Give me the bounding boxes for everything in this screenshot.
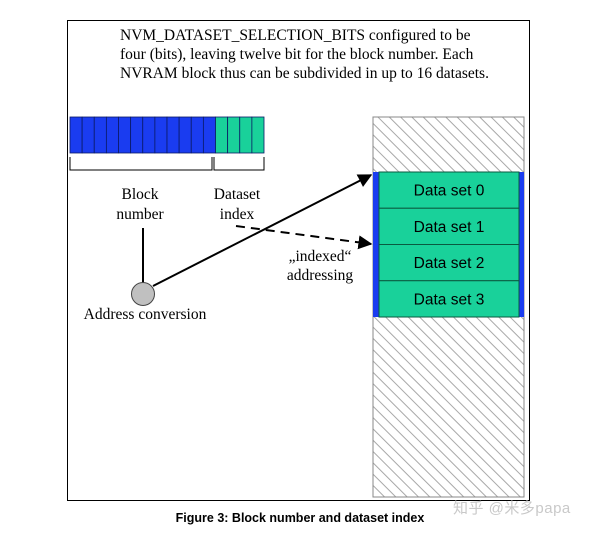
dataset-cell — [378, 244, 520, 282]
index-bit-cell — [227, 116, 241, 154]
block-bit-cell — [166, 116, 180, 154]
block-bit-cell — [81, 116, 95, 154]
block-bit-cell — [93, 116, 107, 154]
block-bit-cell — [130, 116, 144, 154]
bit-register — [69, 116, 265, 154]
indexed-label-line1: „indexed“ — [288, 248, 352, 265]
index-label-line2: index — [219, 206, 255, 223]
block-bit-cell — [105, 116, 119, 154]
block-number-brace — [69, 157, 213, 171]
dataset-cell — [378, 207, 520, 245]
block-bit-cell — [202, 116, 216, 154]
block-label-line1: Block — [121, 186, 159, 203]
block-bit-cell — [118, 116, 132, 154]
block-bit-cell — [142, 116, 156, 154]
dataset-stack: Data set 0 Data set 1 Data set 2 Data set 3 — [378, 171, 520, 318]
dataset-label: Data set 3 — [414, 291, 485, 308]
index-bit-cell — [251, 116, 265, 154]
block-label-line2: number — [116, 206, 164, 223]
indexed-arrow — [235, 225, 373, 250]
indexed-label-line2: addressing — [286, 267, 354, 284]
dataset-index-brace — [213, 157, 265, 171]
block-bit-cell — [190, 116, 204, 154]
dataset-label: Data set 0 — [414, 183, 485, 200]
block-bit-cell — [69, 116, 83, 154]
index-bit-cell — [239, 116, 253, 154]
index-label-line1: Dataset — [213, 186, 261, 203]
dataset-label: Data set 1 — [414, 219, 485, 236]
index-bit-cell — [215, 116, 229, 154]
figure-caption: Figure 3: Block number and dataset index — [175, 511, 425, 525]
conversion-arrow — [152, 174, 373, 287]
figure-frame — [67, 20, 530, 501]
description-text: NVM_DATASET_SELECTION_BITS configured to… — [120, 27, 489, 82]
watermark: 知乎 @米多papa — [453, 500, 571, 517]
dataset-cell — [378, 171, 520, 209]
address-conversion-label: Address conversion — [83, 306, 207, 323]
block-bit-cell — [178, 116, 192, 154]
dataset-cell — [378, 280, 520, 318]
address-conversion-node — [131, 282, 155, 306]
block-bit-cell — [154, 116, 168, 154]
dataset-label: Data set 2 — [414, 255, 485, 272]
